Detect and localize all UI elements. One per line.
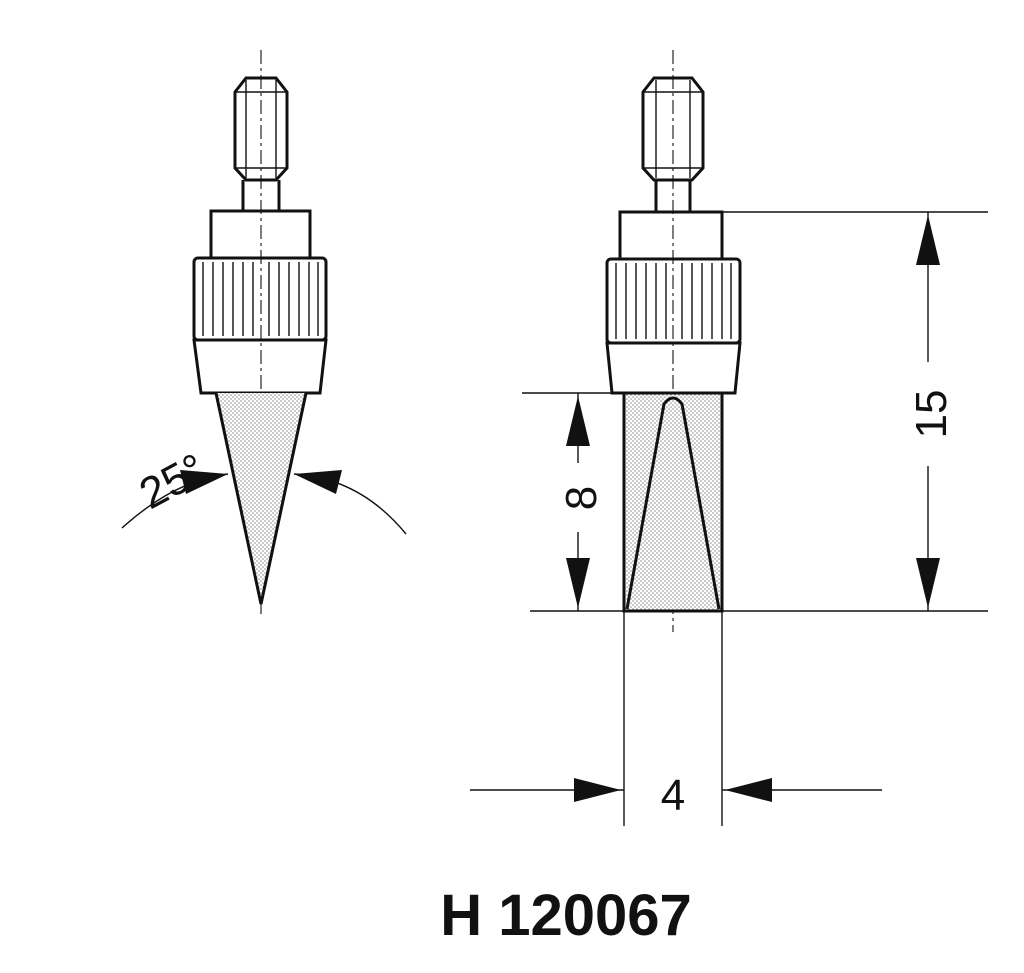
part-number: H 120067 [440, 883, 692, 948]
left-neck [241, 180, 281, 211]
right-chisel-fill [624, 393, 722, 611]
dim-15-arrow-up [916, 215, 940, 265]
dim-total-length-label: 15 [907, 390, 956, 439]
right-upper-collar [618, 210, 724, 261]
dim-width-label: 4 [661, 771, 685, 820]
dim-8-arrow-down [566, 558, 590, 608]
dim-4-arrow-right [574, 778, 621, 802]
angle-arrow-left [180, 470, 228, 494]
dim-4-arrow-left [725, 778, 772, 802]
angle-label: 25° [132, 444, 214, 519]
left-cone-tip-fill [216, 393, 306, 604]
dim-8-arrow-up [566, 396, 590, 446]
angle-arc-right [293, 473, 407, 535]
left-screw-head [233, 76, 289, 182]
right-screw-head [641, 76, 705, 182]
dim-15-arrow-down [916, 558, 940, 608]
right-view-chisel-stylus: 8 15 4 [470, 50, 988, 826]
right-neck [654, 180, 692, 212]
left-lower-body [192, 338, 328, 395]
left-cone-tip [214, 392, 308, 605]
dim-tip-length-label: 8 [557, 486, 606, 510]
right-lower-body [605, 341, 742, 395]
angle-arrow-right [294, 470, 342, 494]
left-knurled-ring [192, 256, 328, 342]
left-view-cone-stylus: 25° [121, 50, 407, 615]
right-chisel-profile [625, 396, 721, 610]
